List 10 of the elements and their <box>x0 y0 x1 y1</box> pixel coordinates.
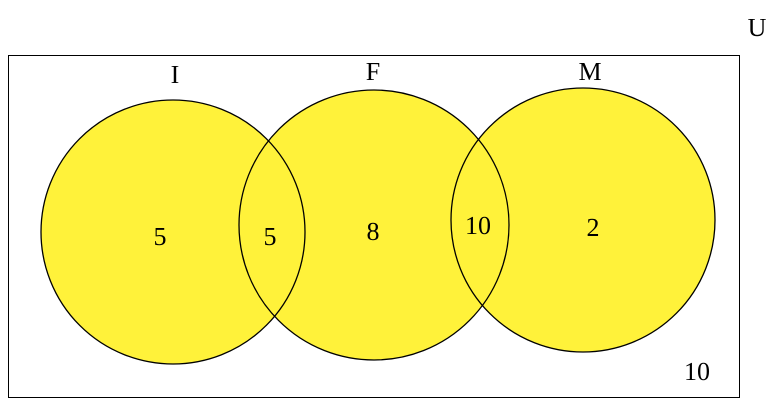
region-count: 5 <box>154 223 166 251</box>
set-label: U <box>748 14 766 42</box>
region-count: 5 <box>264 223 276 251</box>
set-label: F <box>366 58 380 86</box>
set-label: M <box>578 58 602 86</box>
set-label: I <box>170 61 180 89</box>
region-count: 10 <box>684 358 710 386</box>
region-count: 8 <box>366 218 380 246</box>
region-count: 2 <box>586 214 600 242</box>
region-count: 10 <box>465 212 491 240</box>
